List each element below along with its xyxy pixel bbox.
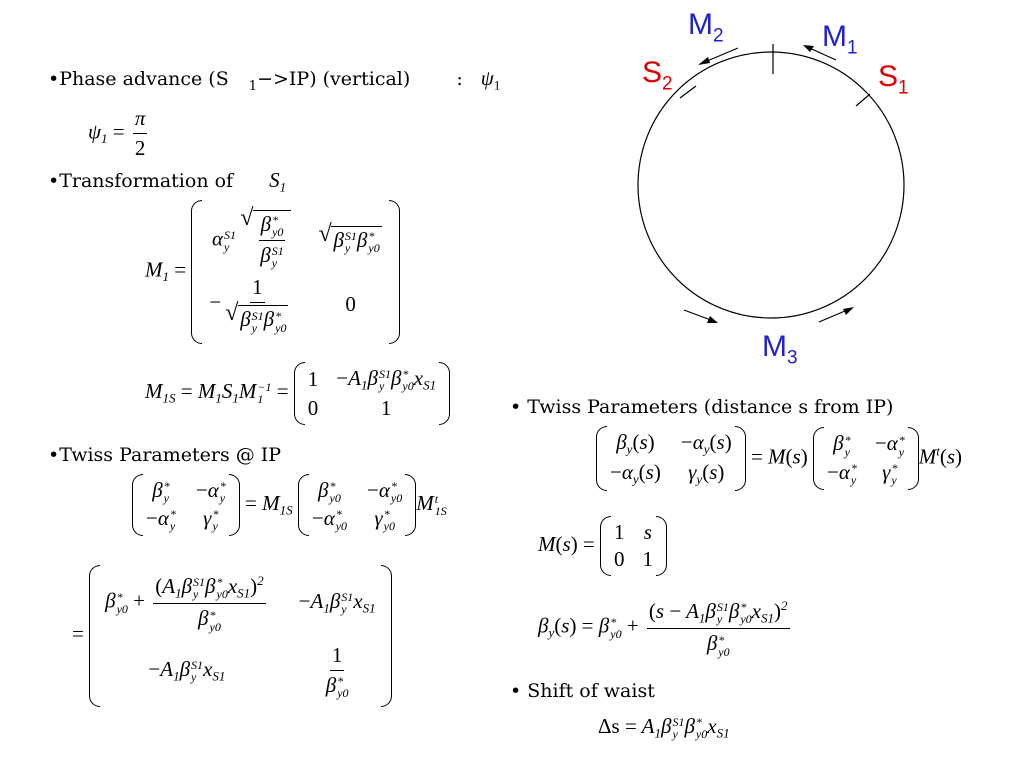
label-s2: S2 bbox=[642, 56, 673, 95]
phase-colon: : bbox=[456, 68, 463, 90]
psi-symbol: ψ1 bbox=[480, 66, 501, 93]
s2-tick bbox=[679, 85, 697, 99]
arrow-m3-right bbox=[818, 307, 854, 323]
phase-advance-rest: −>IP) (vertical) bbox=[257, 68, 411, 90]
s1-tick bbox=[855, 93, 871, 107]
arrow-m2 bbox=[698, 47, 739, 65]
twiss-distance-label: • Twiss Parameters (distance s from IP) bbox=[510, 396, 894, 418]
phase-advance-sub: 1 bbox=[248, 78, 258, 94]
label-s1: S1 bbox=[878, 60, 909, 99]
arrow-m3-left bbox=[683, 309, 718, 323]
twiss-s-equation: βy(s) −αy(s) −αy(s) γy(s) = M(s) β*y −α*… bbox=[596, 426, 962, 492]
arrow-m1 bbox=[803, 45, 837, 61]
phase-advance-line: •Phase advance (S 1−>IP) (vertical) : ψ1 bbox=[48, 66, 500, 94]
label-m3: M3 bbox=[762, 330, 798, 369]
ring-circle bbox=[637, 51, 905, 319]
phase-advance-label: •Phase advance (S bbox=[48, 68, 229, 90]
label-m1: M1 bbox=[822, 20, 858, 59]
twiss-ip-label: •Twiss Parameters @ IP bbox=[48, 444, 282, 466]
transformation-label: •Transformation of bbox=[48, 170, 234, 192]
s1-symbol: S1 bbox=[269, 168, 287, 195]
shift-of-waist-label: • Shift of waist bbox=[510, 680, 655, 702]
twiss-ip-equation: β*y −α*y −α*y γ*y = M1S β*y0 −α*y0 −α*y0… bbox=[132, 474, 447, 537]
transformation-line: •Transformation of S1 bbox=[48, 168, 286, 196]
ring-diagram bbox=[637, 44, 905, 323]
label-m2: M2 bbox=[688, 8, 724, 47]
